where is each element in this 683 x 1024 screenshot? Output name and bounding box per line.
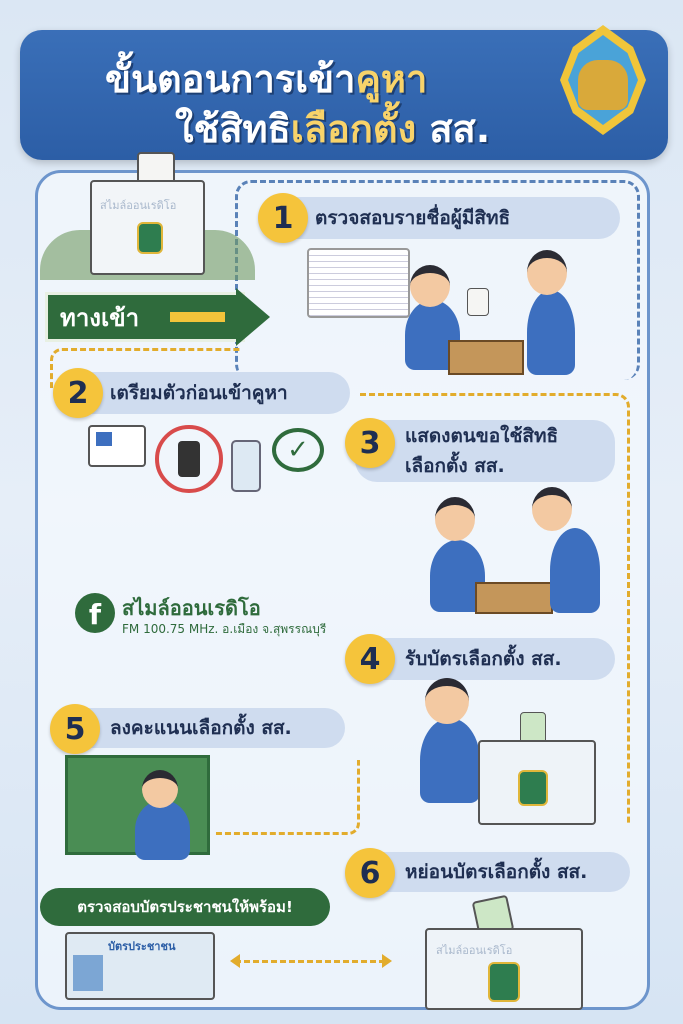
id-card-in-hand <box>467 288 489 316</box>
step-1-label: ตรวจสอบรายชื่อผู้มีสิทธิ <box>265 197 620 239</box>
hand-sanitizer-icon <box>231 440 261 492</box>
step-6-badge: 6 <box>345 848 395 898</box>
ballot-box-emblem <box>488 962 520 1002</box>
voter-head <box>425 678 469 724</box>
yellow-arrow-icon <box>170 312 225 322</box>
title-banner <box>20 30 668 160</box>
step-5-badge: 5 <box>50 704 100 754</box>
step-2-badge: 2 <box>53 368 103 418</box>
dashed-path <box>360 393 630 823</box>
voter-list-document <box>307 248 410 318</box>
watermark-text: สไมล์ออนเรดิโอ <box>100 199 177 212</box>
voter-head <box>410 265 450 307</box>
official-figure <box>550 528 600 613</box>
ballot-box-emblem <box>518 770 548 806</box>
garuda-icon <box>578 60 628 110</box>
desk <box>475 582 553 614</box>
double-arrow <box>235 960 385 963</box>
station-name: สไมล์ออนเรดิโอ <box>122 596 261 620</box>
step-4-badge: 4 <box>345 634 395 684</box>
official-figure <box>527 290 575 375</box>
step-1-badge: 1 <box>258 193 308 243</box>
step-5-label: ลงคะแนนเลือกตั้ง สส. <box>60 708 345 748</box>
id-card-title: บัตรประชาชน <box>108 940 176 953</box>
watermark-text: สไมล์ออนเรดิโอ <box>436 944 513 957</box>
step-6-label: หย่อนบัตรเลือกตั้ง สส. <box>355 852 630 892</box>
arrow-right-icon <box>382 954 392 968</box>
official-head <box>532 487 572 531</box>
voter-head <box>142 770 178 808</box>
desk <box>448 340 524 375</box>
voter-figure <box>135 800 190 860</box>
title-line-1: ขั้นตอนการเข้าคูหา <box>105 57 428 101</box>
step-3-badge: 3 <box>345 418 395 468</box>
ballot-paper-icon <box>520 712 546 744</box>
dashed-path <box>215 760 360 835</box>
step-3-label: แสดงตนขอใช้สิทธิเลือกตั้ง สส. <box>355 420 615 482</box>
entrance-arrow-head <box>236 288 270 346</box>
voter-figure <box>420 718 480 803</box>
step-2-label: เตรียมตัวก่อนเข้าคูหา <box>60 372 350 414</box>
arrow-left-icon <box>230 954 240 968</box>
facebook-icon: f <box>75 593 115 633</box>
dashed-path <box>235 180 640 380</box>
dashed-path <box>50 348 240 388</box>
ballot-box-emblem <box>137 222 163 254</box>
check-icon: ✓ <box>272 428 324 472</box>
title-line-2: ใช้สิทธิเลือกตั้ง สส. <box>175 107 491 151</box>
official-head <box>527 250 567 295</box>
reminder-banner: ตรวจสอบบัตรประชาชนให้พร้อม! <box>40 888 330 926</box>
step-4-label: รับบัตรเลือกตั้ง สส. <box>355 638 615 680</box>
id-photo <box>96 432 112 446</box>
no-phone-icon <box>155 425 223 493</box>
voter-head <box>435 497 475 541</box>
station-details: FM 100.75 MHz. อ.เมือง จ.สุพรรณบุรี <box>122 622 327 636</box>
id-photo <box>73 955 103 991</box>
